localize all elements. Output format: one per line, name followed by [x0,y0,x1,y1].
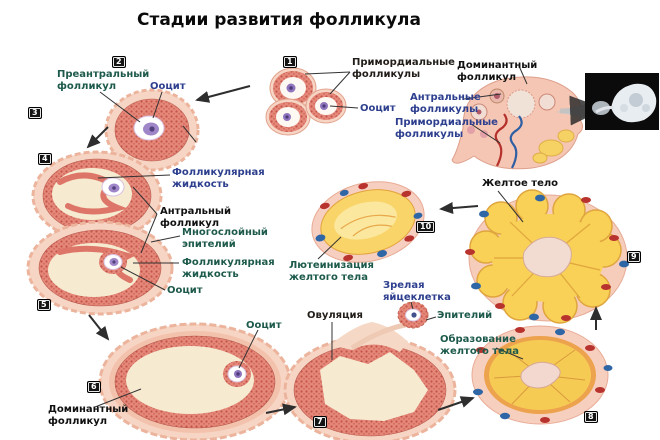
ovary-figure [451,76,605,170]
early-antral-follicle [31,150,163,242]
ovulation-micrograph-photo [585,73,659,130]
label-dominant-follicle-6: Доминантный фолликул [48,404,129,427]
label-luteinization: Лютеинизация желтого тела [289,260,374,283]
label-oocyte-6: Ооцит [246,320,282,331]
stage-badge-1: 1 [283,56,297,68]
luteinization-figure [311,181,425,263]
label-multilayer-epithelium: Многослойный эпителий [182,227,268,250]
label-antral-follicle: Антральный фолликул [160,206,231,229]
label-corpus-luteum-formation: Образование желтого тела [440,334,519,357]
stage-badge-10: 10 [416,221,436,233]
corpus-luteum-figure [465,189,629,324]
label-preantral-follicle: Преантральный фолликул [57,69,150,92]
ovulation-figure [283,301,457,440]
stage-badge-2: 2 [112,56,126,68]
label-follicular-fluid-5: Фолликулярная жидкость [182,257,275,280]
label-primordial-follicles-ovary: Примордиальные фолликулы [395,117,498,140]
preantral-follicle [104,88,200,172]
label-mature-egg: Зрелая яйцеклетка [383,280,451,303]
label-oocyte-5: Ооцит [167,285,203,296]
label-corpus-luteum: Желтое тело [482,178,559,189]
label-oocyte-preantral: Ооцит [150,81,186,92]
corpus-luteum-forming [471,325,613,425]
label-dominant-follicle-ovary: Доминантный фолликул [457,60,538,83]
flow-arrows [86,85,602,416]
label-oocyte-top: Ооцит [360,103,396,114]
stage-badge-4: 4 [38,153,52,165]
label-ovulation: Овуляция [307,310,363,321]
stage-badge-5: 5 [37,299,51,311]
label-primordial-follicles-top: Примордиальные фолликулы [352,57,455,80]
stage8-cells [476,327,605,423]
stage-badge-3: 3 [28,107,42,119]
stage-badge-9: 9 [627,251,641,263]
label-epithelium: Эпителий [437,310,493,321]
stage-badge-6: 6 [87,381,101,393]
stage-badge-7: 7 [313,416,327,428]
dominant-follicle-figure [98,322,292,440]
stage8-cells-blue [473,328,613,420]
label-antral-follicles-ovary: Антральные фолликулы [410,92,481,115]
page-title: Стадии развития фолликула [137,10,421,30]
label-follicular-fluid-4: Фолликулярная жидкость [172,167,265,190]
antral-follicle-large [26,220,174,316]
leader-lines [94,65,528,408]
stage-badge-8: 8 [584,411,598,423]
primordial-follicle-group [265,67,347,136]
